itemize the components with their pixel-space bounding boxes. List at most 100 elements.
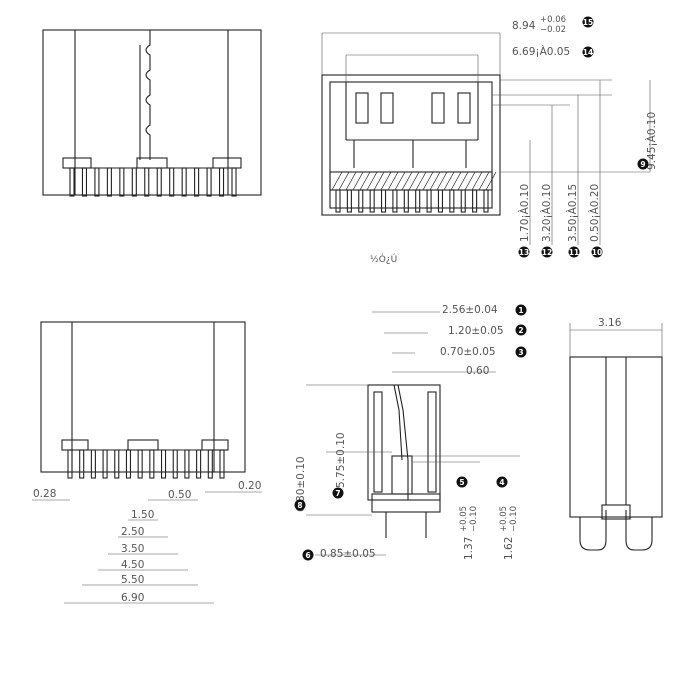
pin [369, 189, 375, 213]
pin [69, 167, 75, 197]
pin [119, 167, 125, 197]
section-view-top: 8.94 +0.06 −0.02 6.69¡À0.05 9.45¡À0.10 1… [321, 15, 658, 265]
pin [114, 449, 120, 479]
pin [207, 449, 213, 479]
callout-label-4: 4 [499, 478, 504, 487]
callout-label-3: 3 [518, 348, 523, 357]
callout-1 [515, 304, 527, 316]
dim-1-50: 1.50 [131, 509, 154, 521]
dim-8-94-tol-minus: −0.02 [540, 25, 566, 35]
pin [169, 167, 175, 197]
hatch-line [457, 171, 469, 191]
hatch-line [331, 171, 343, 191]
side-section-view: 2.56±0.04 1.20±0.05 0.70±0.05 0.60 0.85±… [295, 304, 520, 560]
pin [219, 449, 225, 479]
pin [144, 167, 150, 197]
dim-1-20: 1.20±0.05 [448, 325, 504, 337]
dim-3-16: 3.16 [598, 317, 622, 329]
callout-14 [582, 46, 594, 58]
pin [392, 189, 398, 213]
hatch-line [478, 171, 490, 191]
dim-3-20: 3.20¡À0.10 [540, 184, 553, 242]
pin [449, 189, 455, 213]
hatch-line [443, 171, 455, 191]
dim-1-37-tol-plus: +0.05 [459, 506, 469, 532]
callout-label-2: 2 [518, 326, 523, 335]
pin [206, 167, 212, 197]
callout-label-12: 12 [542, 248, 552, 257]
dim-3-50-pitch: 3.50 [121, 543, 144, 555]
dim-1-37: 1.37 [463, 537, 475, 560]
callout-label-6: 6 [305, 551, 310, 560]
pin [218, 167, 225, 197]
front-view-top [42, 29, 262, 197]
callout-label-5: 5 [459, 478, 464, 487]
hatch-line [485, 171, 497, 191]
pin [184, 449, 190, 479]
callout-12 [541, 246, 553, 258]
callout-9 [637, 158, 649, 170]
pin [149, 449, 155, 479]
pin [196, 449, 202, 479]
hatch-line [436, 171, 448, 191]
caption-fragment: ½Ó¿Ú [370, 253, 397, 265]
pin [137, 449, 143, 479]
dim-4-50: 4.50 [121, 559, 144, 571]
pin [426, 189, 432, 213]
callout-label-1: 1 [518, 306, 523, 315]
callout-11 [568, 246, 580, 258]
callout-2 [515, 324, 527, 336]
pin [415, 189, 421, 213]
dim-0-85: 0.85±0.05 [320, 548, 376, 560]
hatch-line [380, 171, 392, 191]
hatch-line [450, 171, 462, 191]
dim-8-94-tol-plus: +0.06 [540, 15, 566, 25]
dim-0-28: 0.28 [33, 488, 56, 500]
callout-5 [456, 476, 468, 488]
dim-6-90: 6.90 [121, 592, 144, 604]
callout-label-11: 11 [569, 248, 579, 257]
dim-5-50: 5.50 [121, 574, 144, 586]
callout-label-10: 10 [592, 248, 602, 257]
pin [181, 167, 187, 197]
hatch-line [345, 171, 357, 191]
callout-label-7: 7 [335, 489, 340, 498]
pin [483, 189, 489, 213]
callout-8 [294, 499, 306, 511]
pin [472, 189, 478, 213]
pin [106, 167, 112, 197]
dim-0-50: 0.50¡À0.20 [588, 184, 601, 242]
hatch-line [401, 171, 413, 191]
hatch-line [366, 171, 378, 191]
hatch-line [352, 171, 364, 191]
dim-1-62-tol-plus: +0.05 [499, 506, 509, 532]
pin [380, 189, 387, 213]
hatch-line [359, 171, 371, 191]
pin [358, 189, 364, 213]
callout-label-15: 15 [583, 18, 593, 27]
hatch-line [422, 171, 434, 191]
dim-1-70: 1.70¡À0.10 [518, 184, 531, 242]
pin [79, 449, 85, 479]
callout-label-14: 14 [583, 48, 593, 57]
callout-6 [302, 549, 314, 561]
pin [172, 449, 178, 479]
pin [94, 167, 100, 197]
pin [125, 449, 132, 479]
callout-label-8: 8 [297, 501, 302, 510]
callout-3 [515, 346, 527, 358]
hatch-line [464, 171, 476, 191]
hatch-line [387, 171, 399, 191]
hatch-line [415, 171, 427, 191]
dim-2-56: 2.56±0.04 [442, 304, 498, 316]
hatch-line [394, 171, 406, 191]
pin [437, 189, 444, 213]
pin [335, 189, 341, 213]
pin [346, 189, 352, 213]
pin [156, 167, 162, 197]
dim-5-75: 5.75±0.10 [335, 432, 347, 488]
pin [81, 167, 88, 197]
dim-0-60: 0.60 [466, 365, 489, 377]
